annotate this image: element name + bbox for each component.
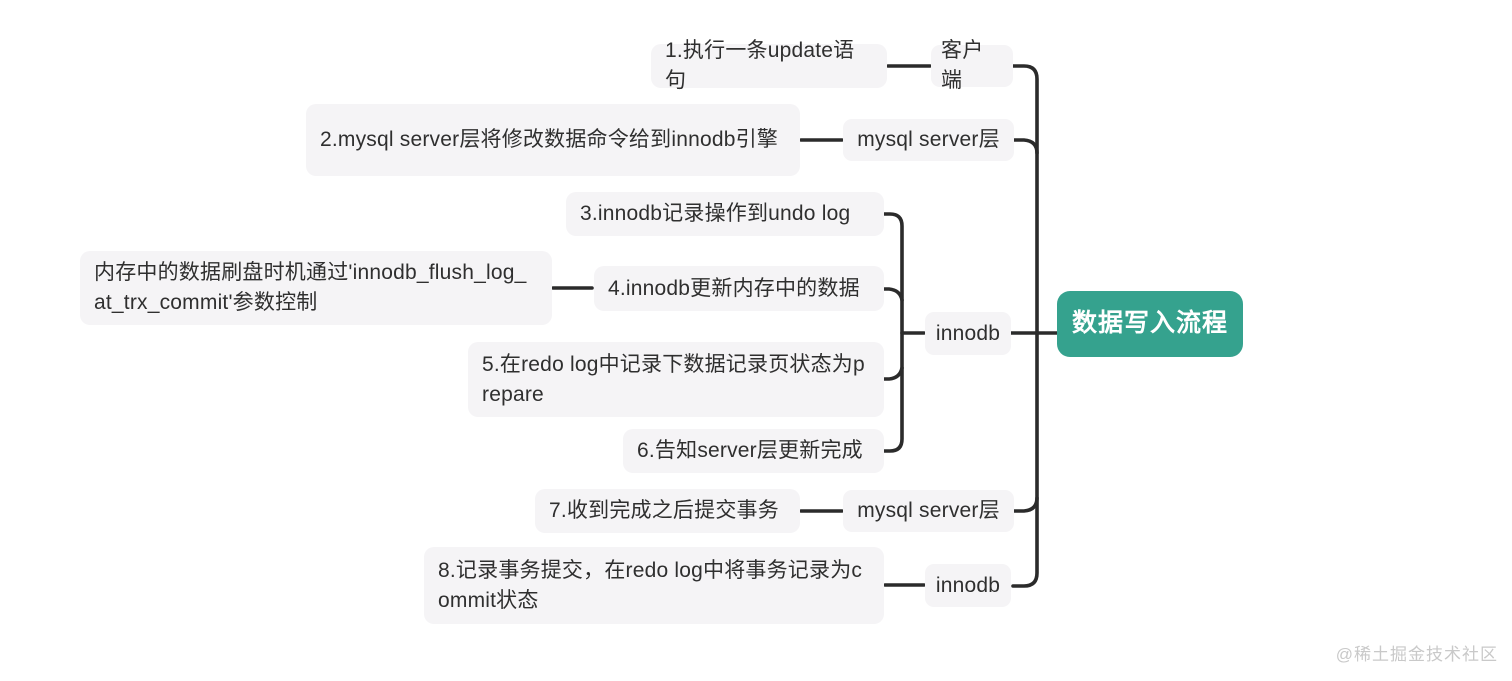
node-mysql-server-2: mysql server层 (843, 490, 1014, 532)
node-flush-note: 内存中的数据刷盘时机通过'innodb_flush_log_at_trx_com… (80, 251, 552, 325)
root-node: 数据写入流程 (1057, 291, 1243, 357)
trunk-fillet-server2 (1012, 496, 1039, 513)
innodb-bracket (882, 212, 904, 453)
node-innodb-2: innodb (925, 564, 1011, 607)
node-step-2: 2.mysql server层将修改数据命令给到innodb引擎 (306, 104, 800, 176)
trunk-fillet-server1 (1012, 138, 1039, 155)
node-step-3: 3.innodb记录操作到undo log (566, 192, 884, 236)
node-step-4: 4.innodb更新内存中的数据 (594, 266, 884, 311)
watermark: @稀土掘金技术社区 (1335, 645, 1498, 664)
bracket-fillet-step4 (882, 287, 904, 302)
trunk-line (1011, 64, 1039, 588)
node-client: 客户端 (931, 39, 1013, 92)
node-innodb-1: innodb (925, 312, 1011, 355)
node-step-1: 1.执行一条update语句 (651, 39, 887, 92)
node-step-8: 8.记录事务提交，在redo log中将事务记录为commit状态 (424, 547, 884, 624)
node-mysql-server-1: mysql server层 (843, 119, 1014, 161)
node-step-7: 7.收到完成之后提交事务 (535, 489, 800, 533)
node-step-5: 5.在redo log中记录下数据记录页状态为prepare (468, 342, 884, 417)
node-step-6: 6.告知server层更新完成 (623, 429, 884, 473)
bracket-fillet-step5 (882, 366, 904, 381)
